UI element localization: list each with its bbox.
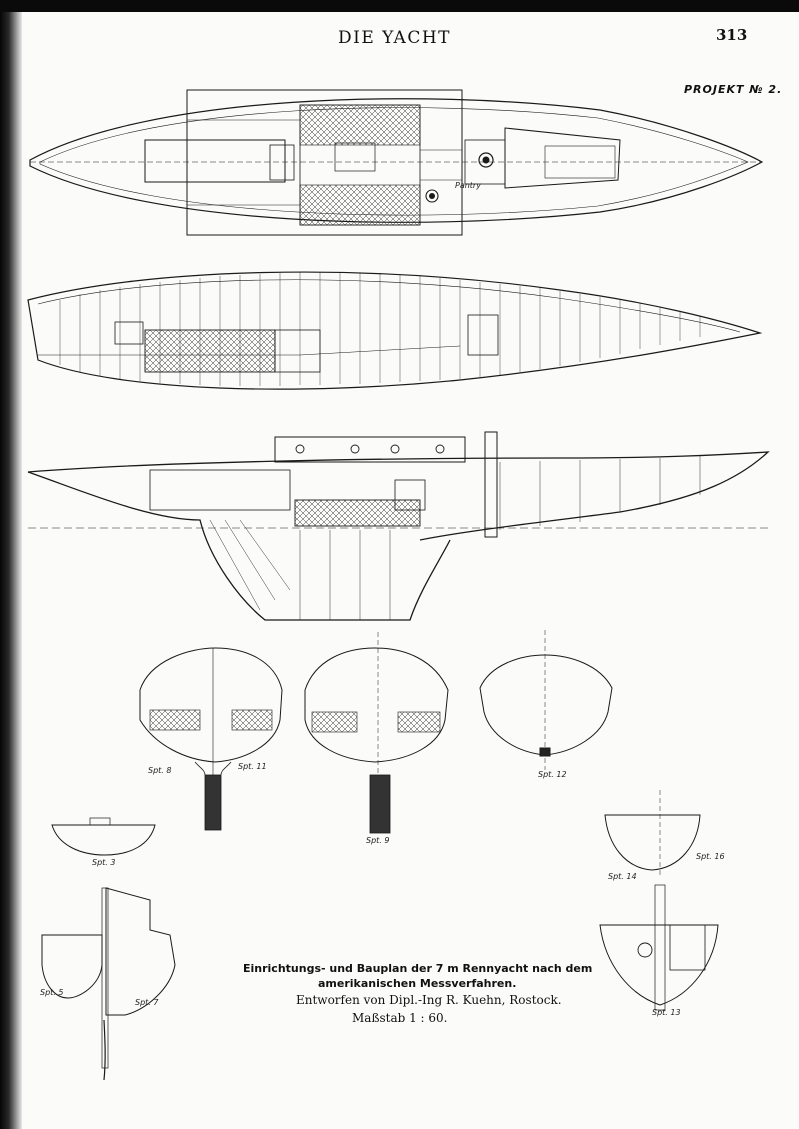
- section-spt3: [51, 817, 156, 856]
- label-spt3: Spt. 3: [92, 858, 116, 867]
- caption-line-3: Entworfen von Dipl.-Ing R. Kuehn, Rostoc…: [296, 993, 562, 1007]
- section-spt13: [599, 884, 719, 1011]
- caption-line-2: amerikanischen Messverfahren.: [318, 977, 517, 990]
- label-spt12: Spt. 12: [538, 770, 567, 779]
- section-spt9: [304, 632, 449, 834]
- label-spt11: Spt. 11: [238, 762, 267, 771]
- page-number: 313: [716, 26, 748, 44]
- label-spt14: Spt. 14: [608, 872, 637, 881]
- label-spt5: Spt. 5: [40, 988, 64, 997]
- construction-profile: [27, 431, 770, 621]
- caption-line-4: Maßstab 1 : 60.: [352, 1011, 448, 1025]
- project-label: PROJEKT № 2.: [684, 83, 783, 96]
- label-spt9: Spt. 9: [366, 836, 390, 845]
- section-spt5-7: [41, 887, 176, 1081]
- plan-label-pantry: Pantry: [455, 181, 481, 190]
- label-spt13: Spt. 13: [652, 1008, 681, 1017]
- inboard-profile: [27, 271, 763, 390]
- caption-line-1: Einrichtungs- und Bauplan der 7 m Rennya…: [243, 962, 593, 975]
- label-spt8: Spt. 8: [148, 766, 172, 775]
- page-title: DIE YACHT: [338, 28, 452, 48]
- deck-plan: [29, 89, 764, 236]
- scan-edge: [0, 0, 799, 12]
- book-gutter: [0, 12, 22, 1129]
- section-spt12: [479, 630, 613, 770]
- label-spt16: Spt. 16: [696, 852, 725, 861]
- section-spt14-16: [604, 790, 701, 875]
- label-spt7: Spt. 7: [135, 998, 159, 1007]
- section-spt8-11: [139, 647, 283, 831]
